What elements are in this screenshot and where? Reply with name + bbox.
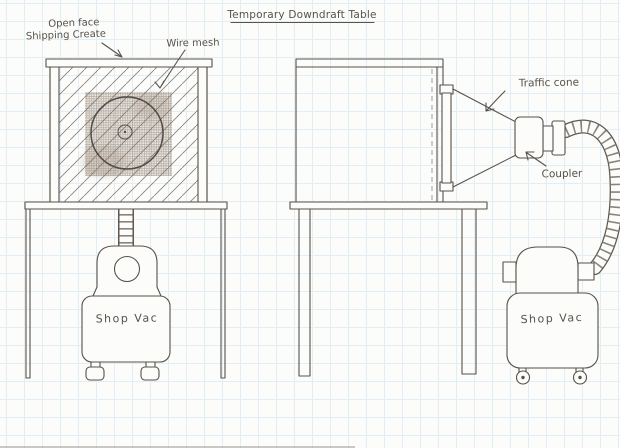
wire-mesh-callout: Wire mesh xyxy=(154,38,220,89)
open-face-arrow xyxy=(101,42,123,58)
side-tabletop xyxy=(289,201,488,210)
side-table-right-leg xyxy=(461,208,477,375)
wheel-hub xyxy=(578,375,582,380)
side-vac-hose-inlet xyxy=(577,262,595,281)
front-table-left-leg xyxy=(25,208,31,379)
traffic-cone-callout: Traffic cone xyxy=(485,76,579,112)
traffic-cone xyxy=(439,84,517,192)
front-vac-port xyxy=(113,255,141,283)
wire-mesh-label: Wire mesh xyxy=(166,38,219,50)
pencil-smudge xyxy=(134,92,170,120)
front-vac-wheel-stub xyxy=(90,361,101,368)
side-table xyxy=(289,201,488,377)
cone-taper-lines xyxy=(452,88,517,188)
front-vac-caster-wheel xyxy=(85,366,105,381)
page-title: Temporary Downdraft Table xyxy=(226,9,376,21)
wire-mesh-arrow xyxy=(154,49,186,89)
cone-base-plate xyxy=(441,92,452,184)
coupler xyxy=(514,116,544,159)
annotations: Open face Shipping Create Wire mesh Traf… xyxy=(26,17,583,180)
front-tabletop xyxy=(24,201,228,210)
fitting-neck xyxy=(542,125,554,152)
mesh-center-dot xyxy=(123,130,127,134)
pencil-smudge xyxy=(81,146,125,178)
open-face-label-line2: Shipping Create xyxy=(26,29,106,43)
traffic-cone-arrow xyxy=(485,90,506,112)
front-vac-wheel-stub xyxy=(145,361,156,368)
front-table xyxy=(24,201,228,379)
side-vac-motor-head xyxy=(515,246,579,296)
coupler-label: Coupler xyxy=(541,168,583,181)
hose-flange xyxy=(551,120,566,156)
crate-top-board xyxy=(45,58,213,68)
coupler-callout: Coupler xyxy=(525,151,583,181)
title-group: Temporary Downdraft Table xyxy=(226,9,376,24)
crate-outer-edges xyxy=(49,66,208,203)
coupler-arrow xyxy=(525,151,547,167)
open-face-label-line1: Open face xyxy=(48,17,100,30)
front-vac-label: Shop Vac xyxy=(96,311,159,325)
crate-right-wall xyxy=(197,66,208,203)
crate-side-panel xyxy=(295,66,444,203)
traffic-cone-label: Traffic cone xyxy=(518,76,579,89)
side-hose-ribs xyxy=(563,120,620,272)
side-shopvac: Shop Vac xyxy=(502,246,599,385)
open-face-callout: Open face Shipping Create xyxy=(26,17,123,58)
front-view: Shop Vac xyxy=(24,58,228,381)
front-table-right-leg xyxy=(220,208,226,379)
coupler-assembly xyxy=(514,116,566,159)
crate-top-board-bg xyxy=(46,59,212,67)
mesh-hole xyxy=(90,96,164,170)
wheel-hub xyxy=(521,375,525,380)
mesh-center-hole xyxy=(117,124,133,140)
crate-left-wall xyxy=(49,66,60,203)
side-vac-left-tab xyxy=(502,261,517,283)
side-crate xyxy=(295,58,444,203)
crate-side-top-board xyxy=(295,58,444,68)
front-vac-caster-wheel xyxy=(140,366,160,381)
wire-mesh-panel xyxy=(81,92,172,178)
side-table-left-leg xyxy=(298,208,311,377)
front-shopvac: Shop Vac xyxy=(81,245,171,381)
side-vac-body xyxy=(506,292,599,369)
front-vac-body xyxy=(81,295,171,363)
side-hose xyxy=(559,119,620,275)
side-vac-label: Shop Vac xyxy=(520,311,583,326)
side-view: Shop Vac xyxy=(289,58,620,385)
